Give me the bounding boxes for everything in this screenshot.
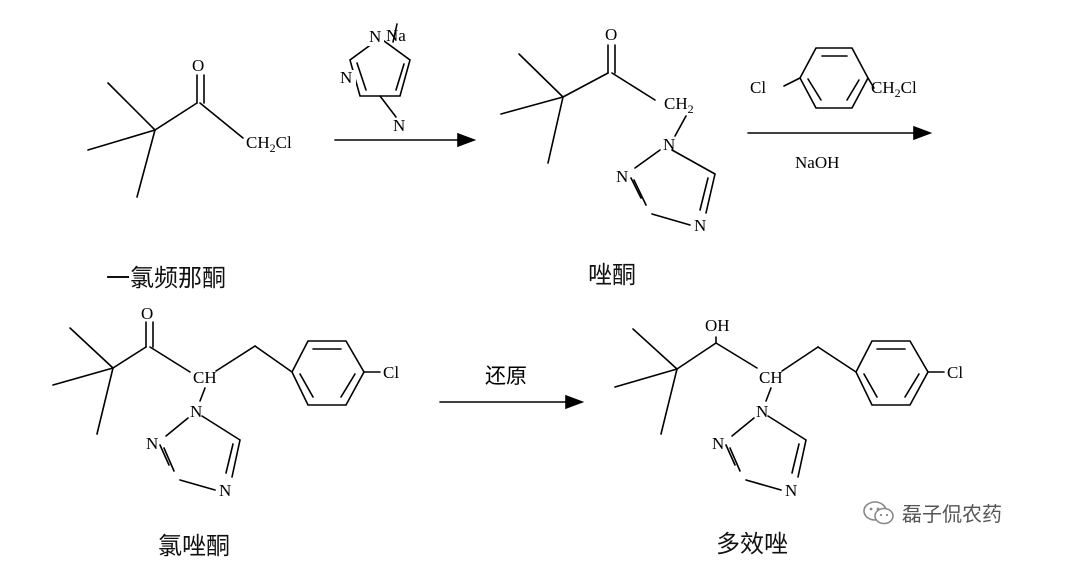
atom-N: N <box>219 481 231 500</box>
structure-chloropinacolone: O CH2Cl <box>87 56 292 198</box>
atom-N: N <box>340 68 352 87</box>
compound-name-paclobutrazol: 多效唑 <box>716 530 788 558</box>
atom-O: O <box>605 25 617 44</box>
reagent-naoh: NaOH <box>795 153 839 172</box>
watermark-text: 磊子侃农药 <box>902 502 1002 526</box>
reaction-arrow-1 <box>334 132 477 148</box>
atom-CH2Cl: CH2Cl <box>871 78 917 100</box>
atom-N: N <box>663 135 675 154</box>
compound-name-chloro-azole-ketone: 氯唑酮 <box>158 532 230 560</box>
structure-paclobutrazol: OH CH Cl N N N <box>614 316 963 500</box>
atom-O: O <box>192 56 204 75</box>
wechat-icon <box>863 500 894 524</box>
atom-CH2: CH2 <box>664 94 694 116</box>
reagent-chlorobenzyl-chloride: Cl CH2Cl <box>750 47 917 109</box>
atom-Cl: Cl <box>383 363 399 382</box>
atom-N: N <box>146 434 158 453</box>
atom-N: N <box>712 434 724 453</box>
atom-O: O <box>141 304 153 323</box>
atom-Na: Na <box>386 26 406 45</box>
structure-azole-ketone: O CH2 N N N <box>500 25 716 235</box>
atom-CH: CH <box>759 368 783 387</box>
atom-N: N <box>785 481 797 500</box>
reaction-arrow-3: 还原 <box>439 364 585 410</box>
atom-CH: CH <box>193 368 217 387</box>
atom-N: N <box>694 216 706 235</box>
atom-OH: OH <box>705 316 730 335</box>
compound-name-chloropinacolone: 一氯频那酮 <box>106 264 226 292</box>
reaction-arrow-2: NaOH <box>747 125 933 172</box>
structure-chloro-azole-ketone: O CH Cl N N N <box>52 304 399 500</box>
atom-N: N <box>616 167 628 186</box>
atom-N: N <box>756 402 768 421</box>
watermark: 磊子侃农药 <box>862 498 1002 527</box>
compound-name-azole-ketone: 唑酮 <box>588 261 636 289</box>
atom-N: N <box>393 116 405 135</box>
atom-N: N <box>190 402 202 421</box>
reagent-reduction: 还原 <box>485 364 527 388</box>
atom-N: N <box>369 27 381 46</box>
atom-Cl: Cl <box>750 78 766 97</box>
atom-Cl: Cl <box>947 363 963 382</box>
atom-CH2Cl: CH2Cl <box>246 133 292 155</box>
reagent-sodium-triazole: N Na N N <box>340 23 411 135</box>
